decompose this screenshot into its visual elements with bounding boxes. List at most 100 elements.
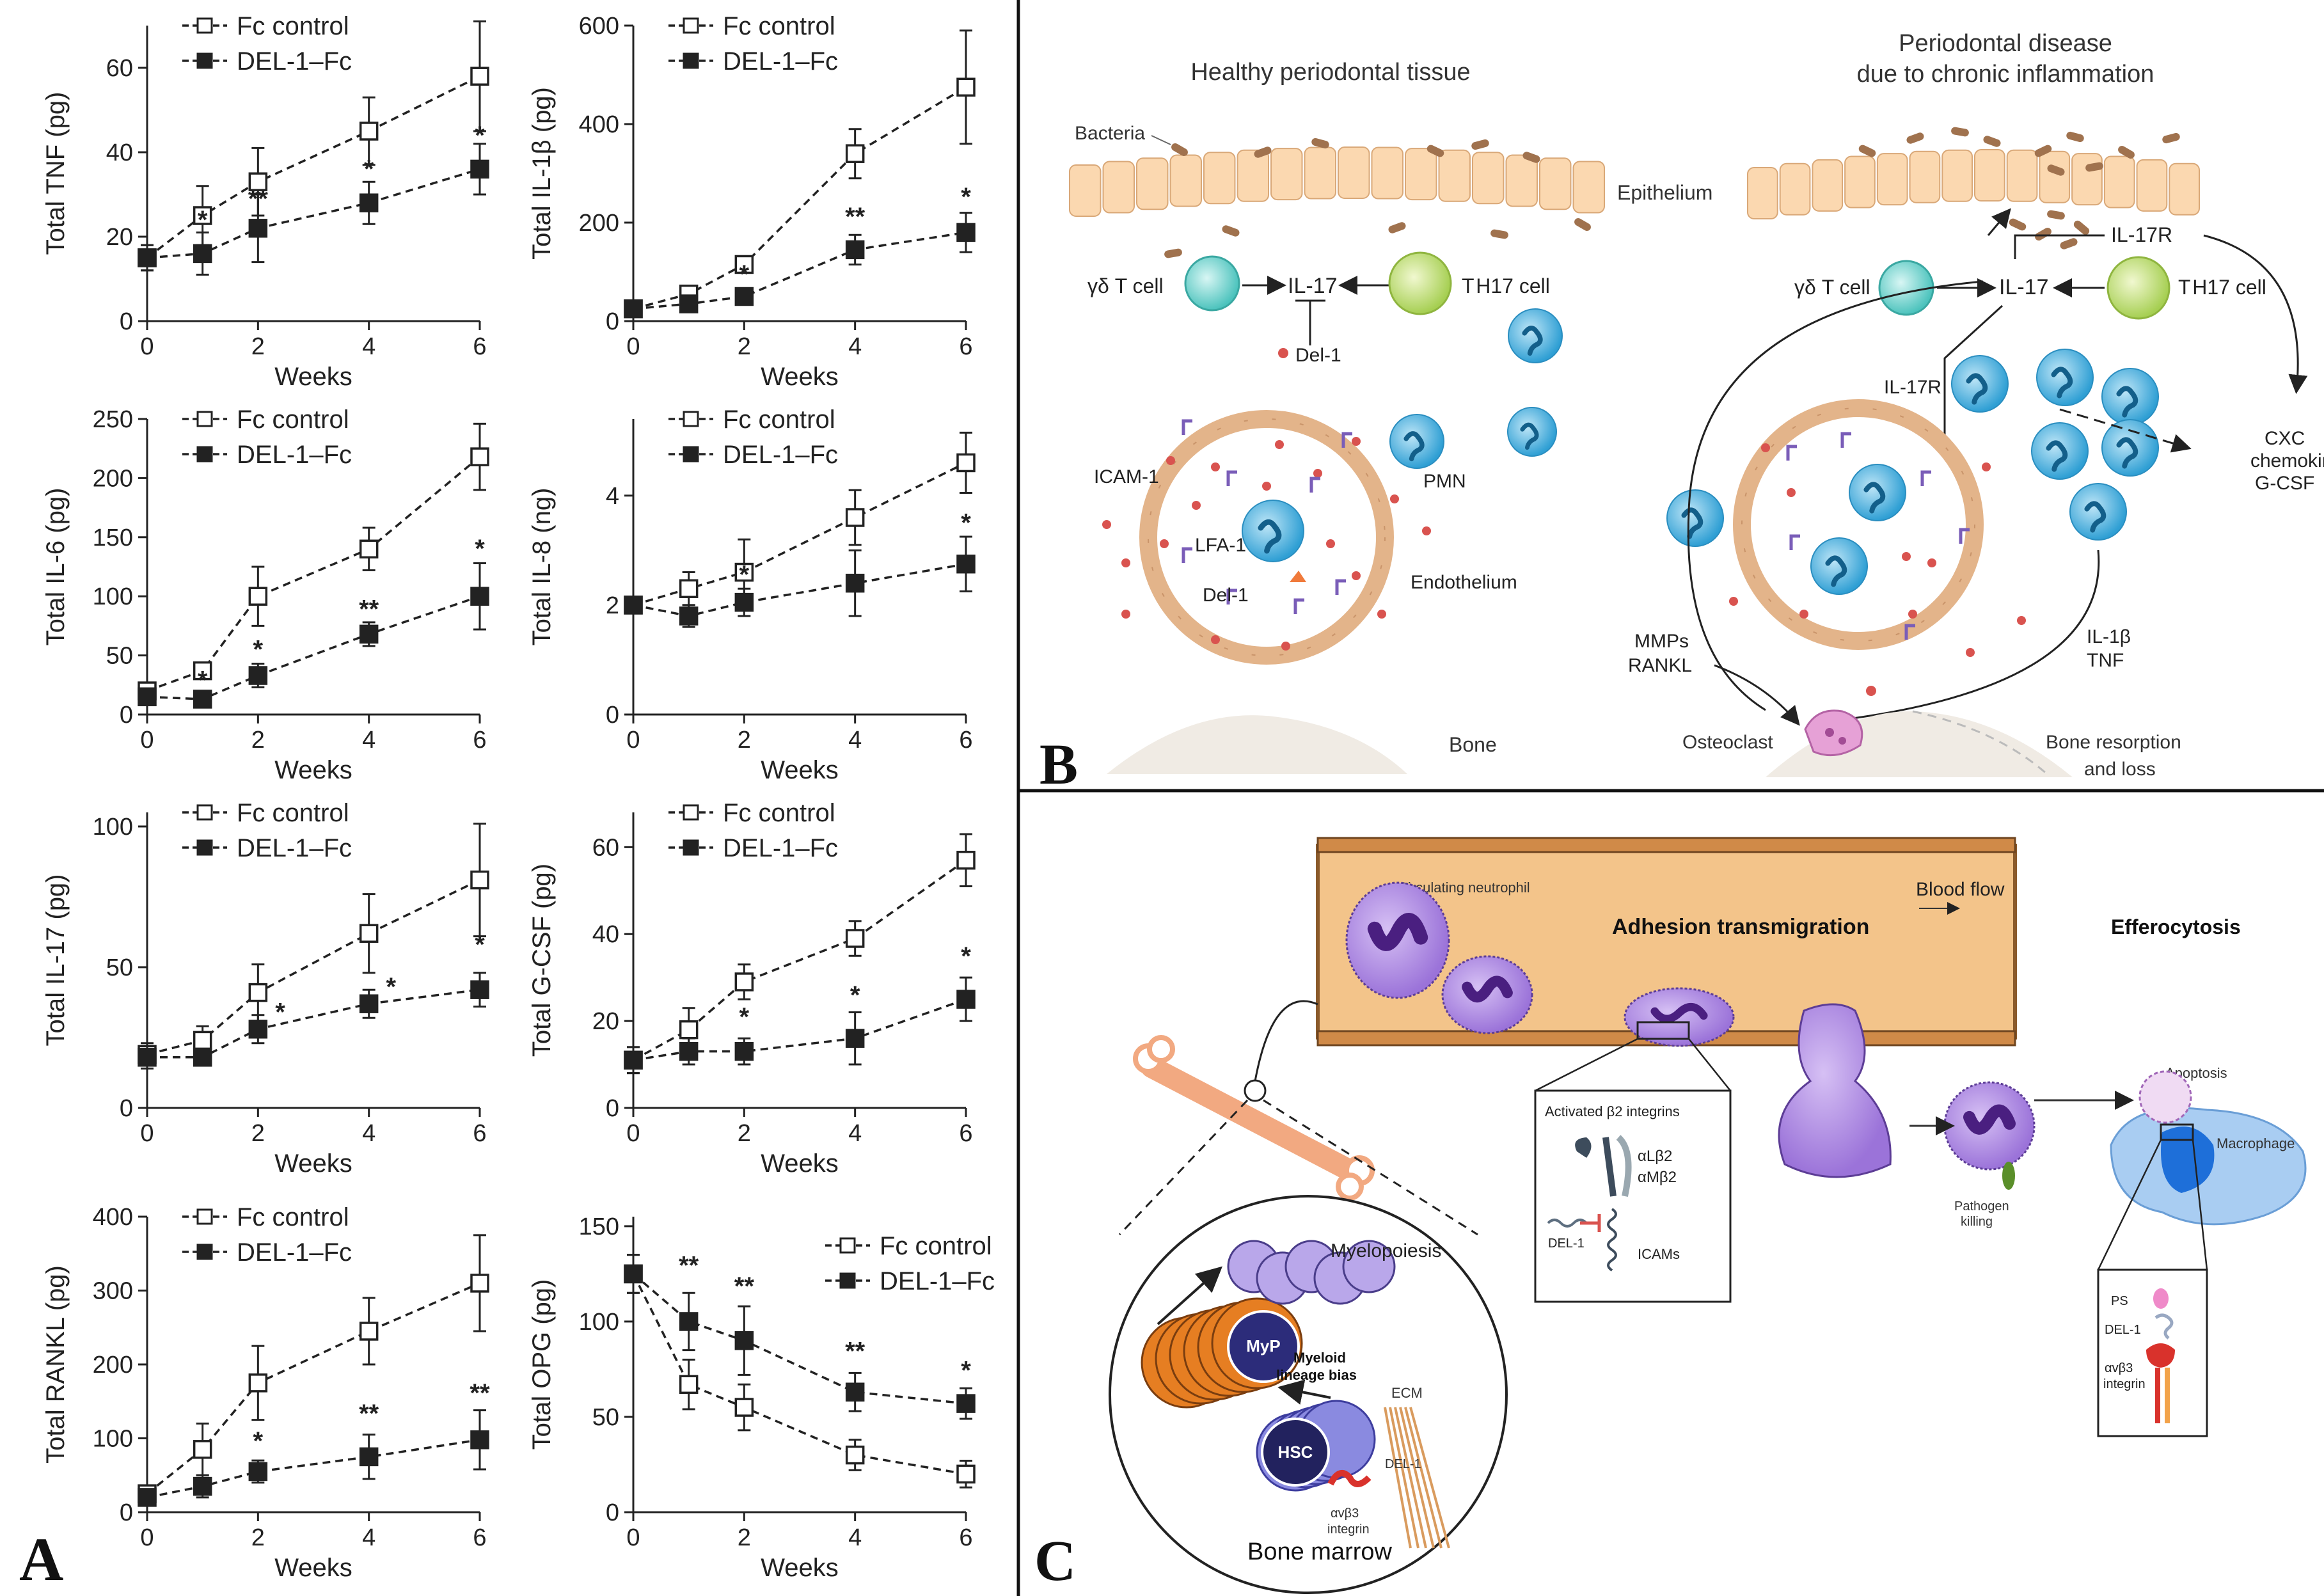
data-point xyxy=(359,1447,379,1467)
cxc-label-line1: CXC xyxy=(2265,428,2305,449)
data-point xyxy=(470,159,489,179)
x-axis-label: Weeks xyxy=(274,1554,352,1582)
series-line xyxy=(633,86,967,310)
series-line xyxy=(633,998,967,1061)
del1-dot xyxy=(1211,462,1220,471)
ecm-fiber xyxy=(1384,1407,1412,1549)
neutrophil xyxy=(2101,419,2159,477)
panel-letter-b: B xyxy=(1039,733,1078,796)
del1-dot xyxy=(1422,526,1431,535)
epithelial-cell xyxy=(1505,154,1538,207)
data-point xyxy=(624,596,643,615)
ps-avb3-label-1: αvβ3 xyxy=(2105,1361,2133,1375)
x-axis-label: Weeks xyxy=(761,756,839,784)
legend-marker xyxy=(839,1272,856,1289)
y-tick-label: 20 xyxy=(106,224,133,251)
neutrophil xyxy=(2036,349,2094,406)
legend-marker xyxy=(196,1208,213,1225)
icam1-receptor xyxy=(1341,432,1352,448)
y-tick-label: 0 xyxy=(606,308,619,335)
x-tick-label: 4 xyxy=(362,333,375,360)
data-point xyxy=(734,1041,754,1061)
epithelial-cell xyxy=(1102,161,1135,214)
neutrophils-panel-c xyxy=(1345,881,2134,1190)
purple-neutrophil xyxy=(1441,955,1533,1034)
bacterium xyxy=(2009,218,2027,231)
data-point xyxy=(956,1464,976,1484)
neutrophil xyxy=(2101,368,2159,425)
cxc-label-line2: chemokines xyxy=(2250,450,2324,471)
amb2-label: αMβ2 xyxy=(1638,1169,1677,1186)
neutrophil xyxy=(2069,483,2127,541)
del1-dot xyxy=(1908,610,1917,619)
significance-marker: ** xyxy=(734,1272,755,1300)
y-tick-label: 300 xyxy=(93,1278,133,1305)
data-point xyxy=(679,606,699,626)
del1-dot xyxy=(1982,462,1991,471)
del1-dot xyxy=(1787,488,1796,497)
marrow-integrin-label-1: αvβ3 xyxy=(1331,1506,1359,1521)
neutrophil xyxy=(2031,422,2089,480)
y-tick-label: 60 xyxy=(592,834,619,861)
y-tick-label: 200 xyxy=(579,210,619,237)
healthy-title: Healthy periodontal tissue xyxy=(1190,59,1470,86)
significance-marker: * xyxy=(253,1427,264,1455)
icams-label: ICAMs xyxy=(1638,1246,1680,1262)
epithelial-cell xyxy=(1472,152,1505,205)
icam1-label: ICAM-1 xyxy=(1094,466,1159,487)
series-line xyxy=(633,859,967,1061)
del1-dot xyxy=(1192,501,1201,510)
bacterium xyxy=(1906,132,1924,144)
legend-label: Fc control xyxy=(723,12,835,40)
bacterium xyxy=(1311,138,1329,149)
significance-marker: * xyxy=(961,183,971,211)
epithelium-label: Epithelium xyxy=(1617,181,1712,204)
lfa1-label: LFA-1 xyxy=(1195,535,1246,556)
epithelial-cell xyxy=(1405,148,1437,201)
legend-marker xyxy=(839,1237,856,1254)
del1-dot xyxy=(1761,443,1770,452)
data-point xyxy=(193,206,212,225)
data-point xyxy=(679,1020,699,1039)
data-point xyxy=(956,223,976,242)
data-point xyxy=(359,193,379,212)
ps-integrin-icon xyxy=(2146,1288,2175,1423)
y-tick-label: 100 xyxy=(579,1309,619,1336)
y-tick-label: 4 xyxy=(606,483,619,510)
del1-dot xyxy=(1313,469,1322,478)
data-point xyxy=(138,248,157,267)
blood-flow-label: Blood flow xyxy=(1916,879,2005,900)
neutrophil xyxy=(1389,414,1444,469)
cxc-label-line3: G-CSF xyxy=(2255,473,2314,494)
significance-marker: * xyxy=(961,509,971,537)
neutrophils-left xyxy=(1102,308,1563,651)
purple-neutrophil xyxy=(1345,881,1450,999)
bacterium xyxy=(1254,146,1272,158)
ecm-fiber xyxy=(1394,1407,1427,1549)
bacterium xyxy=(2162,132,2180,144)
y-tick-label: 2 xyxy=(606,592,619,619)
epithelial-cell xyxy=(1747,167,1778,219)
data-point xyxy=(679,579,699,598)
data-point xyxy=(193,244,212,264)
x-tick-label: 2 xyxy=(738,1524,751,1551)
ecm-fiber xyxy=(1389,1407,1419,1549)
il17-label-right: IL-17 xyxy=(1999,275,2049,299)
data-point xyxy=(193,1031,212,1050)
x-axis-label: Weeks xyxy=(761,1150,839,1178)
significance-marker: * xyxy=(275,999,285,1027)
data-point xyxy=(956,1394,976,1413)
data-point xyxy=(193,1476,212,1496)
bone-resorption-line1: Bone resorption xyxy=(2046,732,2181,753)
x-tick-label: 4 xyxy=(362,1120,375,1147)
epithelial-cell xyxy=(1941,149,1973,202)
ps-avb3-label-2: integrin xyxy=(2103,1377,2146,1391)
series-line xyxy=(146,455,481,692)
data-point xyxy=(248,172,268,191)
data-point xyxy=(248,587,268,606)
bone-left xyxy=(1107,715,1407,774)
